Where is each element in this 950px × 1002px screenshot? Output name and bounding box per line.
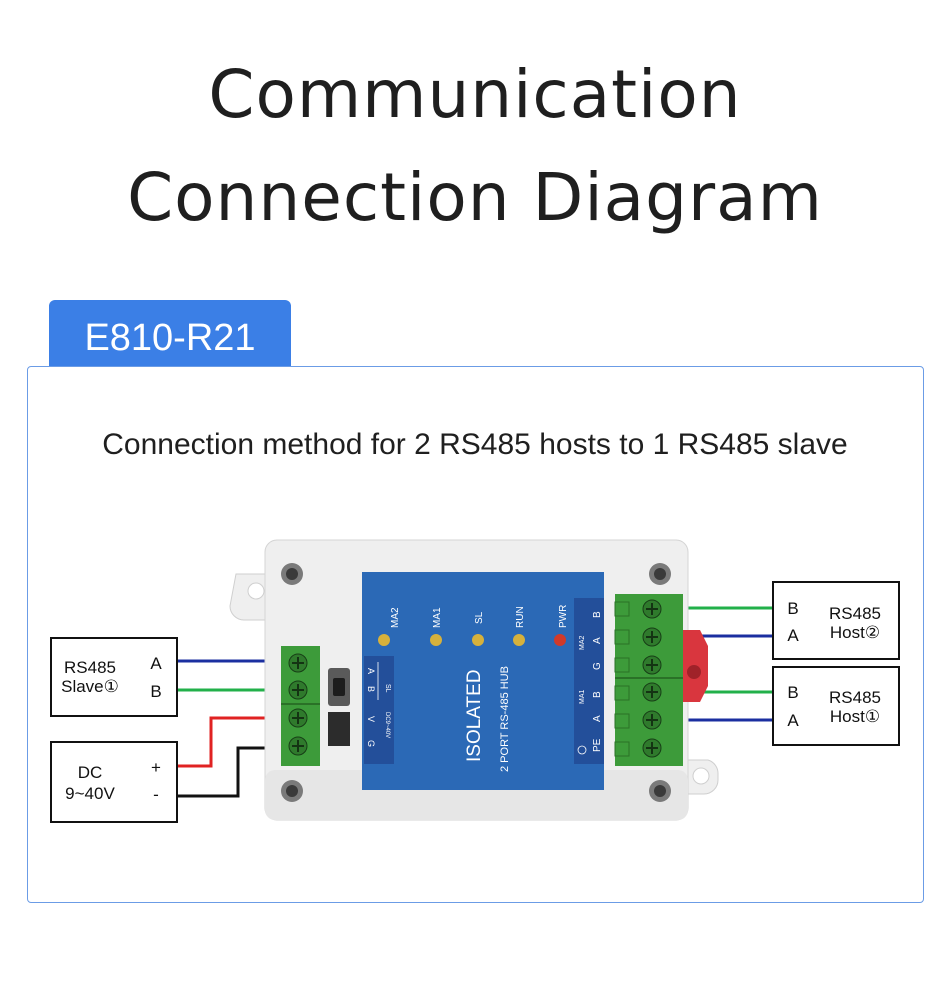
left-label-g: G	[366, 740, 376, 747]
module-model-text: 2 PORT RS-485 HUB	[499, 666, 511, 772]
slave-label-2: Slave①	[61, 677, 119, 696]
slave-label-1: RS485	[64, 658, 116, 677]
led-label-ma2: MA2	[390, 607, 401, 628]
led-ma1	[430, 634, 442, 646]
module-brand: ISOLATED	[464, 669, 485, 762]
led-run	[513, 634, 525, 646]
page-title-line2: Connection Diagram	[127, 159, 823, 236]
right-label-a2: A	[592, 637, 603, 644]
host1-label-1: RS485	[829, 688, 881, 707]
right-label-b2: B	[592, 611, 603, 618]
led-label-run: RUN	[515, 606, 526, 628]
screw-tl	[281, 563, 303, 585]
led-sl	[472, 634, 484, 646]
host2-label-2: Host②	[830, 623, 880, 642]
led-pwr	[554, 634, 566, 646]
left-label-b: B	[366, 686, 376, 692]
power-box: DC 9~40V + -	[50, 741, 178, 823]
led-label-sl: SL	[474, 611, 485, 624]
screw-tr	[649, 563, 671, 585]
host2-pin-a: A	[787, 626, 799, 645]
host1-pin-a: A	[787, 711, 799, 730]
right-label-g: G	[592, 662, 603, 670]
host1-pin-b: B	[787, 683, 798, 702]
screw-br	[649, 780, 671, 802]
left-label-v: V	[366, 716, 376, 722]
power-minus: -	[153, 785, 159, 804]
host2-label-1: RS485	[829, 604, 881, 623]
led-label-ma1: MA1	[432, 607, 443, 628]
slave-pin-b: B	[150, 682, 161, 701]
screw-bl	[281, 780, 303, 802]
host2-pin-b: B	[787, 599, 798, 618]
left-label-a: A	[366, 668, 376, 674]
power-plus: +	[151, 758, 161, 777]
ground-icon	[577, 745, 587, 755]
wire-power-minus	[177, 746, 275, 798]
power-label-1: DC	[78, 763, 103, 782]
host2-box: B A RS485 Host②	[772, 581, 900, 660]
host1-box: B A RS485 Host①	[772, 666, 900, 746]
led-ma2	[378, 634, 390, 646]
left-label-power: DC9~40V	[384, 712, 390, 738]
power-label-2: 9~40V	[65, 784, 115, 803]
left-terminal-block	[281, 646, 350, 766]
right-label-ma1: MA1	[579, 690, 586, 705]
wire-power-plus	[177, 716, 275, 768]
model-tab: E810-R21	[49, 300, 291, 370]
diagram-subtitle: Connection method for 2 RS485 hosts to 1…	[102, 428, 848, 461]
right-terminal-block	[614, 594, 683, 766]
right-label-pe: PE	[592, 738, 603, 752]
host1-label-2: Host①	[830, 707, 880, 726]
led-label-pwr: PWR	[558, 605, 569, 628]
slave-pin-a: A	[150, 654, 162, 673]
right-label-a1: A	[592, 715, 603, 722]
page-title-line1: Communication	[208, 56, 742, 133]
module-front-panel: MA2 MA1 SL RUN PWR ISOLATED 2 PORT RS-48…	[362, 572, 604, 790]
right-label-b1: B	[592, 691, 603, 698]
right-label-ma2: MA2	[579, 636, 586, 651]
slave-box: RS485 Slave① A B	[50, 637, 178, 717]
left-label-sl: SL	[384, 684, 391, 693]
